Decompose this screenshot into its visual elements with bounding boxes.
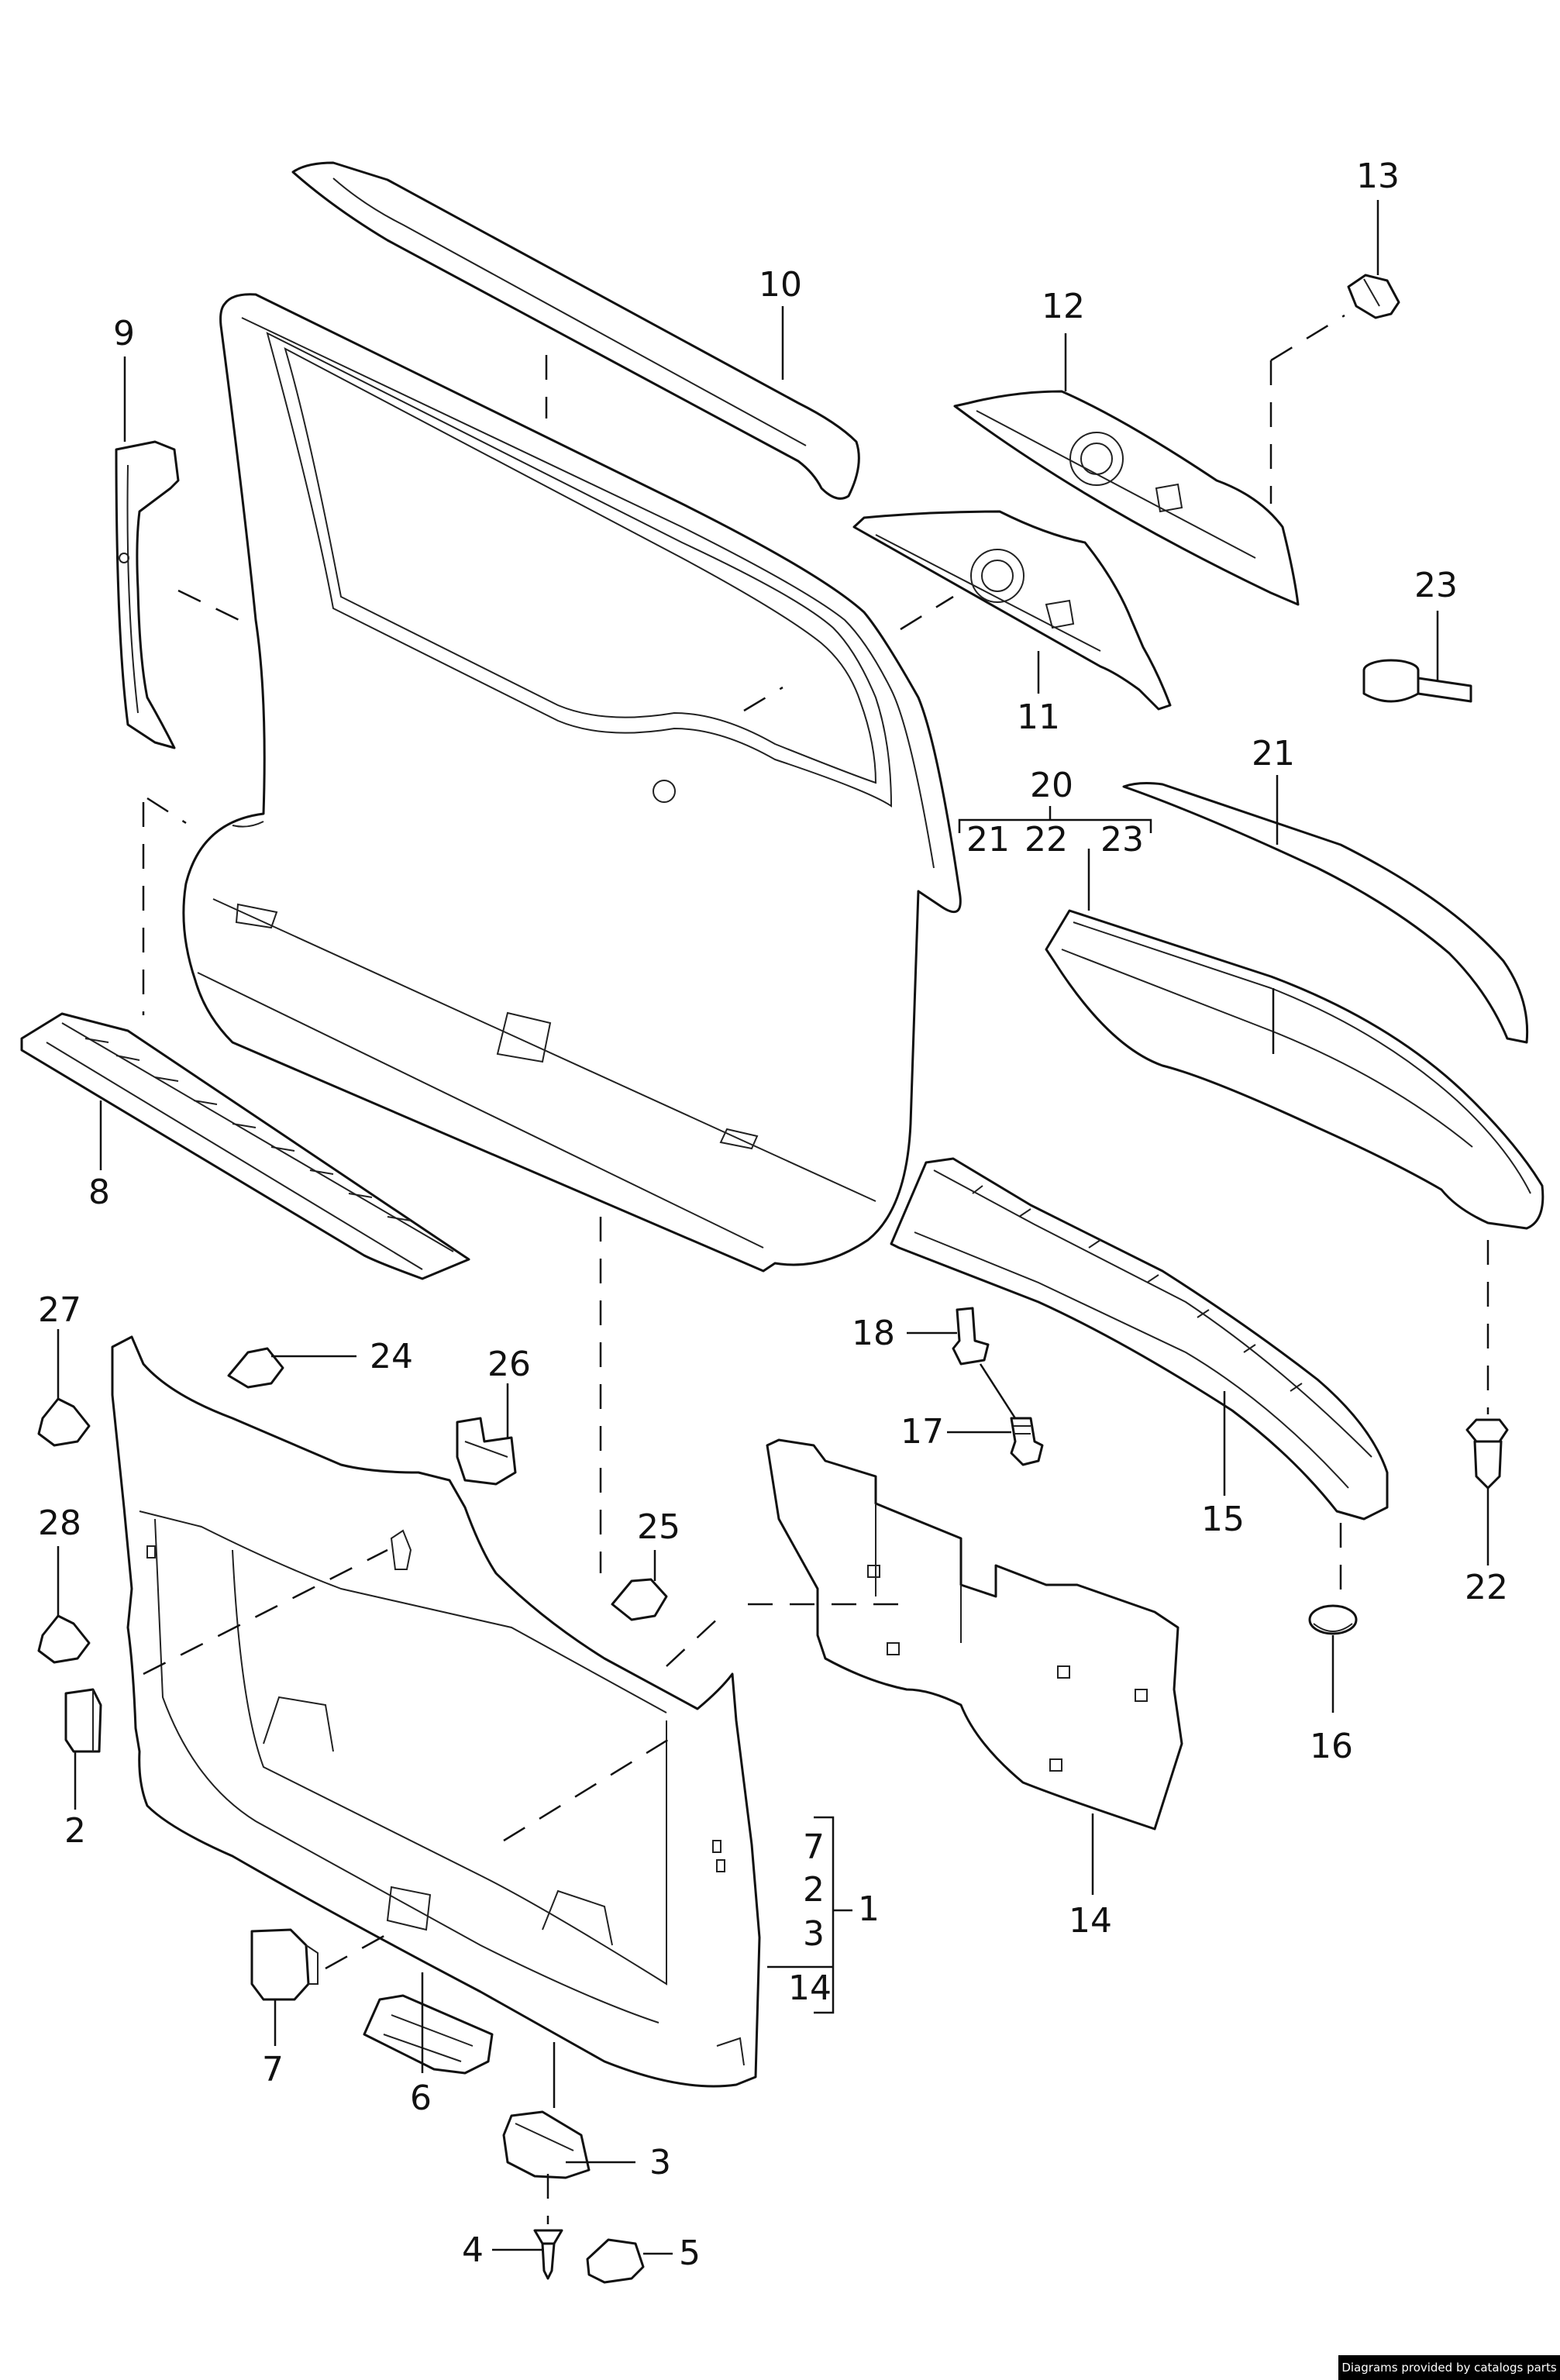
part-5-clip <box>586 2238 645 2284</box>
bracket-1 <box>814 1816 835 2014</box>
callout-7-group: 7 <box>803 1827 825 1867</box>
callout-5: 5 <box>679 2234 701 2273</box>
callout-13: 13 <box>1356 157 1400 196</box>
part-2-cover <box>64 1688 102 1753</box>
callout-4: 4 <box>462 2230 484 2270</box>
callout-21-group: 21 <box>966 820 1010 859</box>
part-22-push-clip <box>1465 1418 1509 1490</box>
callout-28: 28 <box>38 1503 81 1543</box>
callout-18: 18 <box>852 1314 895 1353</box>
part-7-cover-cap <box>250 1928 319 2001</box>
callout-22: 22 <box>1465 1568 1508 1607</box>
callout-23-group: 23 <box>1100 820 1144 859</box>
part-4-screw <box>533 2229 563 2280</box>
callout-9: 9 <box>113 314 135 353</box>
callout-3-group: 3 <box>803 1914 825 1954</box>
part-28-clip <box>37 1614 91 1664</box>
part-10-upper-trim <box>291 161 860 500</box>
callout-17: 17 <box>901 1412 944 1452</box>
part-9-side-trim <box>115 440 180 749</box>
callout-21: 21 <box>1252 734 1295 773</box>
part-16-grommet <box>1308 1604 1358 1635</box>
part-11-handle-panel <box>852 510 1172 711</box>
callout-11: 11 <box>1017 697 1060 737</box>
part-14-insulation <box>766 1438 1183 1831</box>
tailgate-frame <box>182 293 962 1273</box>
callout-2-group: 2 <box>803 1870 825 1910</box>
part-20-spoiler <box>1045 909 1545 1230</box>
part-26-clip <box>456 1417 517 1486</box>
callout-7: 7 <box>262 2050 284 2089</box>
part-15-spoiler-bracket <box>890 1157 1389 1521</box>
callout-24: 24 <box>370 1337 413 1376</box>
callout-23: 23 <box>1414 566 1458 605</box>
callout-27: 27 <box>38 1290 81 1330</box>
part-17-bolt <box>1010 1417 1044 1466</box>
callout-25: 25 <box>637 1507 680 1547</box>
part-8-sill-trim <box>20 1012 470 1280</box>
part-3-handle <box>502 2110 591 2179</box>
part-24-clip <box>227 1347 284 1389</box>
callout-6: 6 <box>410 2079 432 2118</box>
part-6-bracket <box>363 1994 494 2075</box>
part-13-clip <box>1347 274 1400 319</box>
part-27-clip <box>37 1397 91 1447</box>
part-18-spreader-nut <box>952 1307 990 1366</box>
part-23-tape <box>1362 659 1472 703</box>
callout-12: 12 <box>1042 287 1085 326</box>
callout-15: 15 <box>1201 1500 1245 1539</box>
credit-banner: Diagrams provided by catalogs parts <box>1338 2355 1560 2380</box>
callout-10: 10 <box>759 265 802 305</box>
callout-14-group: 14 <box>788 1968 832 2008</box>
callout-22-group: 22 <box>1025 820 1068 859</box>
callout-8: 8 <box>88 1173 110 1212</box>
part-12-handle-panel <box>953 390 1300 606</box>
callout-26: 26 <box>487 1345 531 1384</box>
callout-labels: 1 2 2 3 3 4 5 6 7 7 8 9 10 11 12 13 14 1… <box>38 157 1508 2273</box>
callout-20: 20 <box>1030 766 1073 805</box>
callout-1: 1 <box>858 1889 880 1929</box>
part-21-spoiler-trim <box>1122 782 1529 1044</box>
part-1-lower-trim-panel <box>111 1335 761 2088</box>
bracket-20 <box>958 818 1152 833</box>
callout-3: 3 <box>649 2143 671 2182</box>
part-25-clip <box>611 1578 668 1621</box>
callout-2: 2 <box>64 1811 86 1851</box>
callout-14: 14 <box>1069 1901 1112 1941</box>
callout-16: 16 <box>1310 1727 1353 1766</box>
